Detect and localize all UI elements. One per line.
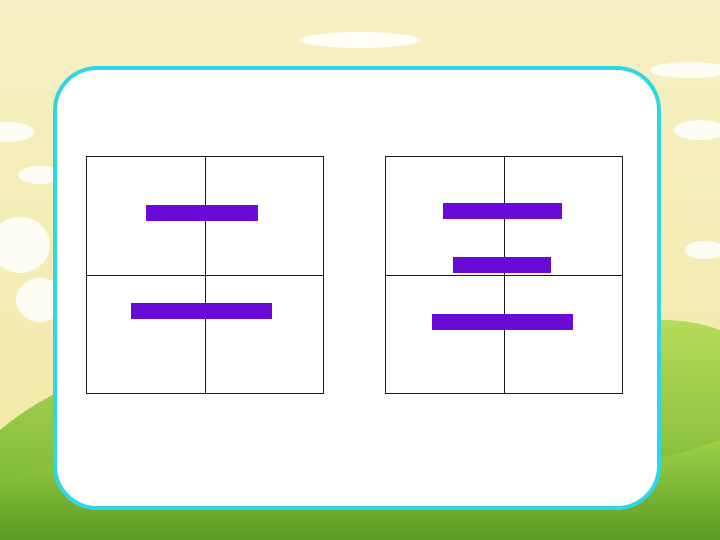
cloud-shape [0, 32, 720, 322]
stroke-bar [453, 257, 551, 273]
stroke-bar [432, 314, 573, 330]
stroke-bar [146, 205, 258, 221]
grid-horizontal-divider [87, 275, 323, 276]
tian-grid-right [385, 156, 623, 394]
stroke-bar [131, 303, 272, 319]
tian-grid-left [86, 156, 324, 394]
grid-horizontal-divider [386, 275, 622, 276]
stroke-bar [443, 203, 562, 219]
